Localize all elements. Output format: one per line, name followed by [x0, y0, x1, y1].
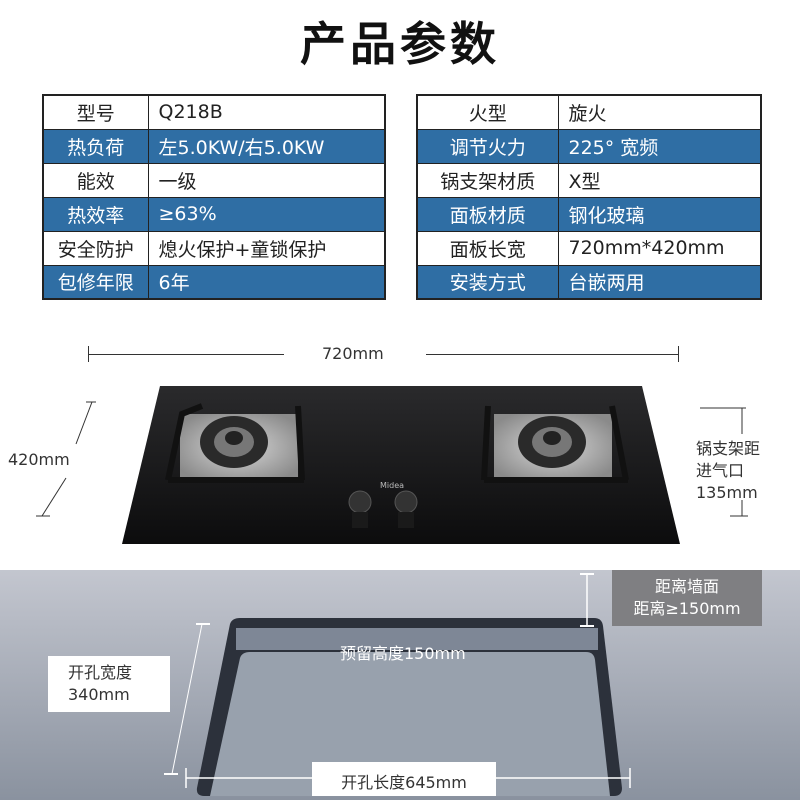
- spec-key: 能效: [42, 162, 149, 198]
- spec-row: 安装方式台嵌两用: [416, 264, 762, 300]
- spec-key: 火型: [416, 94, 559, 130]
- spec-key: 安全防护: [42, 230, 149, 266]
- cooktop-image: Midea: [122, 386, 680, 544]
- spec-value: 钢化玻璃: [557, 196, 762, 232]
- width-dimension-line-left: [88, 354, 284, 355]
- support-distance-line3: 135mm: [696, 483, 758, 502]
- wall-distance-line1: 距离墙面: [654, 577, 719, 596]
- spec-value: 台嵌两用: [557, 264, 762, 300]
- wall-distance-label: 距离墙面 距离≥150mm: [612, 570, 762, 626]
- spec-value: 225° 宽频: [557, 128, 762, 164]
- support-distance-line2: 进气口: [696, 461, 745, 480]
- hole-length-label: 开孔长度645mm: [312, 762, 496, 796]
- hole-width-label: 开孔宽度 340mm: [48, 656, 170, 712]
- hole-width-line2: 340mm: [68, 685, 130, 704]
- spec-value: 6年: [147, 264, 386, 300]
- spec-value: 左5.0KW/右5.0KW: [147, 128, 386, 164]
- spec-row: 火型旋火: [416, 94, 762, 130]
- spec-value: X型: [557, 162, 762, 198]
- hole-width-line1: 开孔宽度: [68, 663, 133, 682]
- width-dimension-line-right: [426, 354, 678, 355]
- knob-left: [348, 490, 372, 528]
- spec-key: 包修年限: [42, 264, 149, 300]
- spec-value: 720mm*420mm: [557, 230, 762, 266]
- support-distance-label: 锅支架距 进气口 135mm: [696, 438, 760, 504]
- spec-row: 能效一级: [42, 162, 386, 198]
- dimension-tick: [678, 346, 679, 362]
- spec-key: 型号: [42, 94, 149, 130]
- spec-value: ≥63%: [147, 196, 386, 232]
- spec-key: 面板长宽: [416, 230, 559, 266]
- brand-logo: Midea: [380, 481, 404, 490]
- cutout-shape: [164, 573, 631, 796]
- reserved-height-label: 预留高度150mm: [340, 644, 466, 663]
- spec-value: 旋火: [557, 94, 762, 130]
- dimension-tick: [88, 346, 89, 362]
- left-burner: [165, 403, 305, 483]
- spec-value: 熄火保护+童锁保护: [147, 230, 386, 266]
- support-distance-line1: 锅支架距: [696, 439, 761, 458]
- page-title: 产品参数: [300, 17, 500, 71]
- spec-row: 热负荷左5.0KW/右5.0KW: [42, 128, 386, 164]
- depth-label: 420mm: [8, 450, 70, 469]
- knob-right: [394, 490, 418, 528]
- support-distance-dimension: [700, 407, 748, 517]
- spec-row: 热效率≥63%: [42, 196, 386, 232]
- spec-row: 安全防护熄火保护+童锁保护: [42, 230, 386, 266]
- wall-distance-line2: 距离≥150mm: [633, 599, 741, 618]
- depth-dimension-line: [36, 401, 96, 517]
- spec-key: 调节火力: [416, 128, 559, 164]
- spec-key: 锅支架材质: [416, 162, 559, 198]
- width-label: 720mm: [322, 344, 384, 363]
- spec-key: 热负荷: [42, 128, 149, 164]
- spec-value: Q218B: [147, 94, 386, 130]
- spec-value: 一级: [147, 162, 386, 198]
- spec-key: 面板材质: [416, 196, 559, 232]
- spec-key: 安装方式: [416, 264, 559, 300]
- right-burner: [481, 405, 629, 483]
- spec-row: 面板材质钢化玻璃: [416, 196, 762, 232]
- spec-key: 热效率: [42, 196, 149, 232]
